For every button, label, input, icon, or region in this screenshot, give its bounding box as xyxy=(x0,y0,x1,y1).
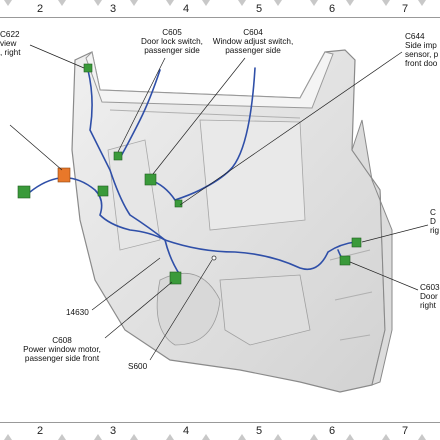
connector-description: Power window motor, xyxy=(23,345,101,354)
connector-description: Side imp xyxy=(405,41,437,50)
column-number: 7 xyxy=(401,3,409,15)
column-number: 2 xyxy=(36,425,44,437)
leader-c6-right xyxy=(361,224,429,243)
label-c608: C608 Power window motor, passenger side … xyxy=(14,336,110,363)
leader-c622 xyxy=(29,44,85,69)
harness-branch xyxy=(164,239,356,271)
connector-description: sensor, p xyxy=(405,50,439,59)
grid-band-top-marks xyxy=(0,0,440,18)
connector-id: C604 xyxy=(243,28,263,37)
door-edge xyxy=(351,119,393,386)
column-number: 5 xyxy=(255,3,263,15)
column-number: 3 xyxy=(109,3,117,15)
connector-description: front doo xyxy=(405,59,438,68)
label-c644: C644 Side imp sensor, p front doo xyxy=(405,32,438,68)
connector-description: view xyxy=(0,39,17,48)
column-number: 7 xyxy=(401,425,409,437)
leader-lines xyxy=(9,44,429,361)
leader-orange xyxy=(9,124,63,171)
connector-c644 xyxy=(351,237,362,248)
harness-branch xyxy=(119,69,161,159)
label-c6-right: C D rig xyxy=(430,208,439,235)
leader-c604 xyxy=(152,57,246,175)
connector-left-end xyxy=(17,185,31,199)
label-14630: 14630 xyxy=(66,308,89,317)
door-cavity-left xyxy=(107,139,161,251)
connector-id: C603 xyxy=(420,283,440,292)
label-c604: C604 Window adjust switch, passenger sid… xyxy=(208,28,298,55)
speaker-opening xyxy=(156,272,221,346)
window-frame xyxy=(85,50,334,109)
connector-description: Door xyxy=(420,292,438,301)
connector-description: D xyxy=(430,217,436,226)
connector-c603 xyxy=(339,255,351,266)
connector-description: rig xyxy=(430,226,440,235)
leader-c644 xyxy=(179,51,403,206)
connector-c622 xyxy=(83,63,93,73)
connector-center xyxy=(174,199,183,208)
connector-description: Door lock switch, xyxy=(141,37,203,46)
connector-orange xyxy=(57,167,71,183)
leader-c605 xyxy=(117,57,166,153)
column-number: 4 xyxy=(182,3,190,15)
column-number: 6 xyxy=(328,425,336,437)
connector-description: Window adjust switch, xyxy=(212,37,294,46)
label-c622: C622 view , right xyxy=(0,30,20,57)
label-s600: S600 xyxy=(128,362,147,371)
connector-id: C608 xyxy=(52,336,72,345)
leader-c608 xyxy=(104,281,173,339)
harness-branch xyxy=(87,69,166,241)
connector-id: C605 xyxy=(162,28,182,37)
connector-id: 14630 xyxy=(66,308,89,317)
label-c605: C605 Door lock switch, passenger side xyxy=(136,28,208,55)
grid-band-top: 2 3 4 5 6 7 xyxy=(0,0,440,18)
connector-description: passenger side xyxy=(144,46,200,55)
connector-id: C644 xyxy=(405,32,425,41)
splice-s600 xyxy=(211,255,217,261)
connector-c608 xyxy=(169,271,182,285)
grid-band-bottom-marks xyxy=(0,422,440,440)
connector-description: right xyxy=(420,301,436,310)
connector-description: passenger side xyxy=(225,46,281,55)
column-number: 3 xyxy=(109,425,117,437)
connector-description: passenger side front xyxy=(24,354,100,363)
door-wiring-diagram xyxy=(9,44,429,393)
connector-id: S600 xyxy=(128,362,148,371)
connector-c605 xyxy=(113,151,123,161)
leader-s600 xyxy=(149,259,213,361)
connector-description: , right xyxy=(0,48,21,57)
door-rib xyxy=(329,249,373,341)
connector-id: C622 xyxy=(0,30,20,39)
connector-left-harness xyxy=(97,185,109,197)
column-number: 6 xyxy=(328,3,336,15)
door-cavity-lower xyxy=(219,274,311,346)
leader-14630 xyxy=(91,257,161,311)
connector-c604 xyxy=(144,173,157,186)
grid-band-bottom: 2 3 4 5 6 7 xyxy=(0,422,440,440)
connector-id: C xyxy=(430,208,436,217)
column-number: 2 xyxy=(36,3,44,15)
door-cavity-upper xyxy=(199,119,306,231)
leader-c603 xyxy=(349,261,419,291)
harness-branch xyxy=(29,176,166,241)
column-number: 4 xyxy=(182,425,190,437)
door-rib xyxy=(109,109,301,119)
label-c603: C603 Door right xyxy=(420,283,440,310)
column-number: 5 xyxy=(255,425,263,437)
harness-branch xyxy=(149,67,256,201)
